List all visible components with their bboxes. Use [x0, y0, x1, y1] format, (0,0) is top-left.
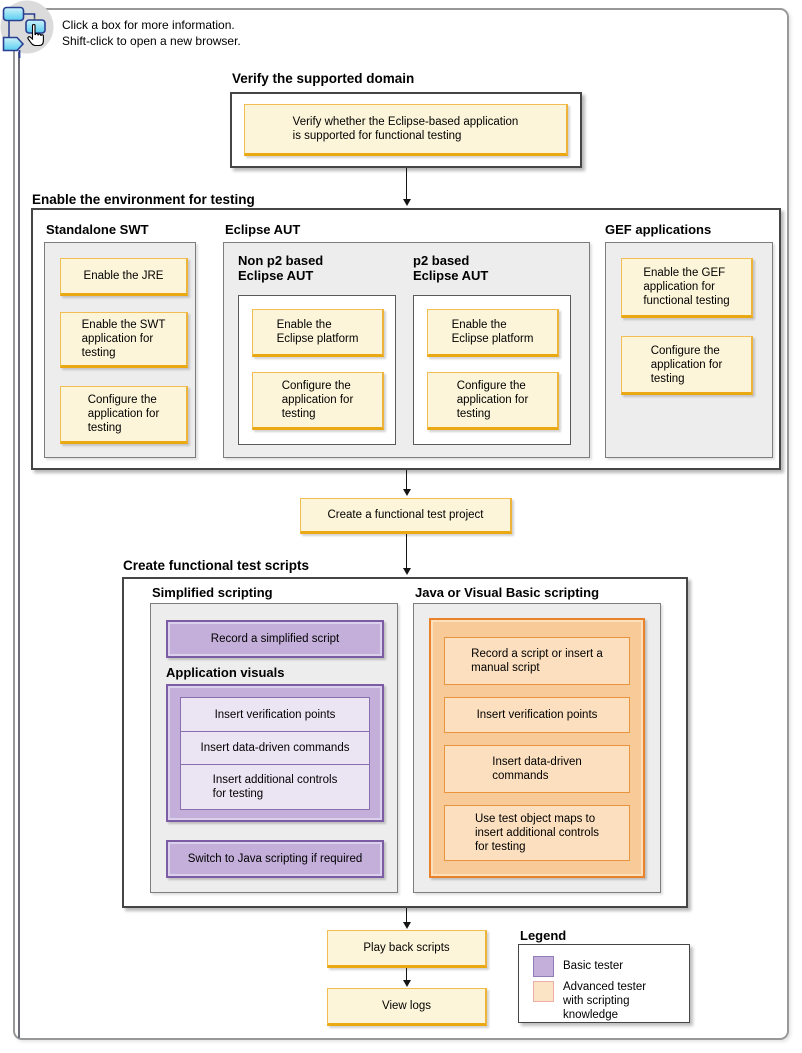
swt-heading: Standalone SWT — [46, 222, 149, 237]
task-configure-swt-app[interactable]: Configure the application for testing — [60, 386, 188, 444]
arrow-project-to-scripts — [402, 534, 411, 575]
task-insert-verification-points-java[interactable]: Insert verification points — [444, 697, 630, 733]
arrow-verify-to-env — [402, 168, 411, 206]
task-create-project[interactable]: Create a functional test project — [300, 498, 512, 534]
page-border — [13, 8, 789, 1040]
task-insert-data-driven-java[interactable]: Insert data-driven commands — [444, 745, 630, 793]
task-insert-verification-points-simplified[interactable]: Insert verification points — [214, 708, 336, 721]
gef-heading: GEF applications — [605, 222, 712, 237]
task-nonp2-enable-platform[interactable]: Enable the Eclipse platform — [252, 309, 384, 357]
task-insert-additional-controls-simplified[interactable]: Insert additional controls for testing — [181, 763, 369, 809]
simplified-heading: Simplified scripting — [152, 585, 273, 600]
env-section-heading: Enable the environment for testing — [32, 192, 255, 207]
task-switch-to-java[interactable]: Switch to Java scripting if required — [166, 840, 384, 878]
task-nonp2-configure-app[interactable]: Configure the application for testing — [252, 372, 384, 430]
icon-flow-arrow-shape — [2, 36, 25, 52]
task-use-test-object-maps[interactable]: Use test object maps to insert additiona… — [444, 805, 630, 861]
icon-flow-box-1 — [2, 6, 25, 22]
task-p2-configure-app[interactable]: Configure the application for testing — [427, 372, 559, 430]
task-play-back-scripts[interactable]: Play back scripts — [327, 930, 487, 968]
eclipse-aut-heading: Eclipse AUT — [225, 222, 301, 237]
arrow-playback-to-logs — [402, 968, 411, 987]
hand-cursor-icon — [27, 23, 44, 47]
task-verify-supported[interactable]: Verify whether the Eclipse-based applica… — [244, 104, 568, 156]
task-enable-gef-app[interactable]: Enable the GEF application for functiona… — [621, 258, 753, 318]
task-enable-swt-app[interactable]: Enable the SWT application for testing — [60, 312, 188, 368]
legend-swatch-basic-tester — [533, 956, 554, 977]
p2-heading: p2 based Eclipse AUT — [413, 253, 489, 283]
nonp2-heading: Non p2 based Eclipse AUT — [238, 253, 324, 283]
arrow-scripts-to-playback — [402, 908, 411, 929]
scripts-section-heading: Create functional test scripts — [123, 558, 310, 573]
click-hand-flowchart-icon — [0, 0, 54, 58]
task-view-logs[interactable]: View logs — [327, 988, 487, 1026]
javavb-heading: Java or Visual Basic scripting — [415, 585, 600, 600]
legend-heading: Legend — [520, 928, 567, 943]
task-enable-jre[interactable]: Enable the JRE — [60, 258, 188, 296]
task-record-script-or-manual[interactable]: Record a script or insert a manual scrip… — [444, 637, 630, 685]
task-insert-data-driven-simplified[interactable]: Insert data-driven commands — [181, 731, 369, 763]
application-visuals-heading: Application visuals — [166, 665, 285, 680]
hint-text: Click a box for more information. Shift-… — [62, 18, 241, 48]
task-configure-gef-app[interactable]: Configure the application for testing — [621, 336, 753, 395]
legend-swatch-advanced-tester — [533, 981, 554, 1002]
task-p2-enable-platform[interactable]: Enable the Eclipse platform — [427, 309, 559, 357]
arrow-env-to-project — [402, 470, 411, 496]
application-visuals-list: Insert verification points Insert data-d… — [180, 697, 370, 810]
verify-section-heading: Verify the supported domain — [232, 71, 415, 86]
legend-label-basic-tester: Basic tester — [563, 960, 624, 972]
legend-label-advanced-tester: Advanced tester with scripting knowledge — [563, 981, 647, 1021]
connector-line-left — [18, 48, 20, 1038]
task-record-simplified-script[interactable]: Record a simplified script — [166, 620, 384, 658]
